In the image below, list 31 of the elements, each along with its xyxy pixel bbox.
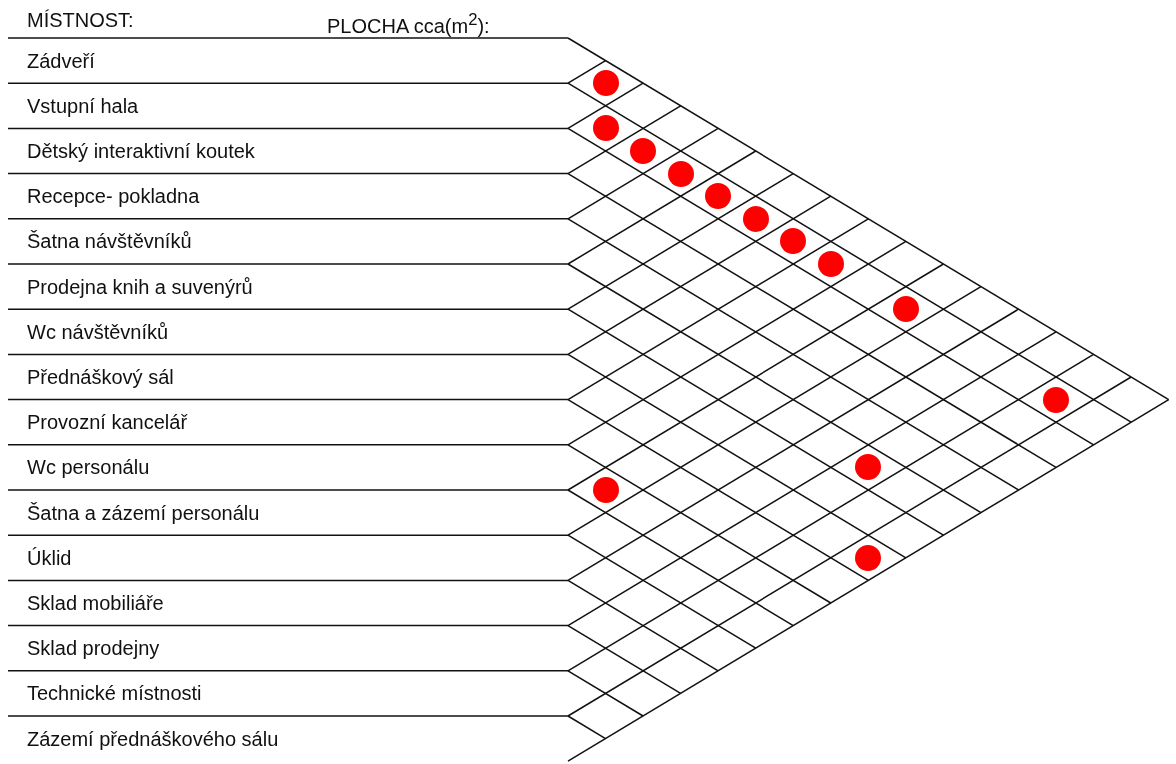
column-header: MÍSTNOST: [27, 8, 134, 32]
room-name: Dětský interaktivní koutek [27, 139, 255, 163]
room-name: Přednáškový sál [27, 365, 174, 389]
room-name: Úklid [27, 545, 72, 570]
dot-marker [855, 544, 882, 571]
room-name: Technické místnosti [27, 681, 202, 706]
dot-marker [1043, 386, 1070, 413]
dot-marker [705, 183, 732, 210]
room-name: Zádveří [27, 48, 95, 73]
dot-marker [855, 454, 882, 481]
dot-marker [592, 477, 619, 503]
room-name: Recepce- pokladna [27, 184, 200, 209]
room-name: Sklad prodejny [27, 636, 160, 661]
dot-marker [742, 205, 769, 232]
room-name: Prodejna knih a suvenýrů [27, 274, 253, 299]
room-name: Šatna a zázemí personálu [27, 500, 260, 525]
room-name: Sklad mobiliáře [27, 591, 164, 615]
dot-marker [630, 138, 657, 164]
dot-marker [892, 296, 919, 323]
dot-marker [667, 160, 694, 187]
dot-marker [780, 228, 807, 255]
dot-marker [592, 70, 619, 97]
room-name: Zázemí přednáškového sálu [27, 726, 279, 751]
room-name: Wc návštěvníků [27, 319, 169, 344]
room-name: Vstupní hala [27, 93, 139, 118]
column-header: PLOCHA cca(m$^{2}$): [327, 9, 490, 38]
room-name: Wc personálu [27, 455, 150, 480]
room-name: Provozní kancelář [27, 410, 188, 435]
room-name: Šatna návštěvníků [27, 229, 192, 254]
dot-marker [817, 251, 844, 277]
dot-marker [592, 115, 619, 142]
